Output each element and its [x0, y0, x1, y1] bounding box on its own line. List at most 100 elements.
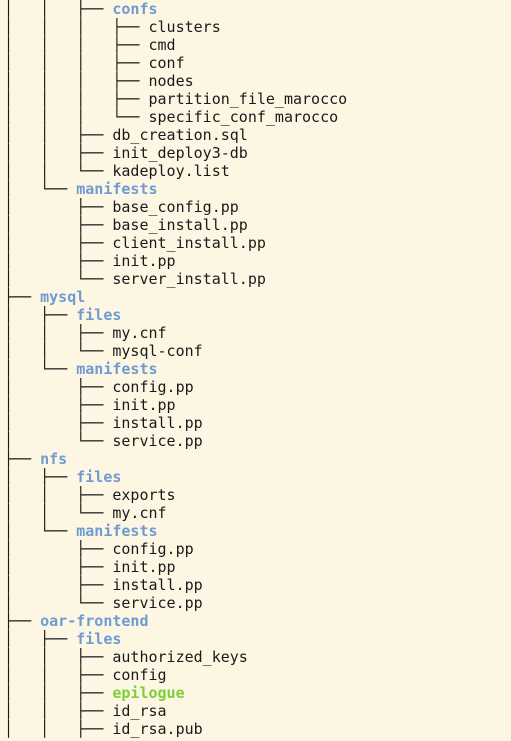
- tree-branch-prefix: │ │ │ ├──: [4, 54, 149, 72]
- file-name: exports: [112, 486, 176, 504]
- file-name: base_config.pp: [112, 198, 239, 216]
- file-name: my.cnf: [112, 324, 167, 342]
- directory-name: files: [76, 630, 122, 648]
- tree-file-row: │ │ │ ├── cmd: [4, 36, 176, 54]
- tree-directory-row: │ ├── files: [4, 306, 121, 324]
- tree-branch-prefix: ├──: [4, 612, 41, 630]
- file-name: client_install.pp: [112, 234, 266, 252]
- tree-file-row: │ ├── base_install.pp: [4, 216, 248, 234]
- tree-directory-row: │ ├── files: [4, 468, 121, 486]
- file-name: kadeploy.list: [112, 162, 230, 180]
- tree-branch-prefix: │ └──: [4, 432, 113, 450]
- file-name: init_deploy3-db: [112, 144, 248, 162]
- file-name: config: [112, 666, 167, 684]
- file-name: base_install.pp: [112, 216, 248, 234]
- directory-name: manifests: [76, 180, 158, 198]
- directory-name: files: [76, 468, 122, 486]
- file-name: mysql-conf: [112, 342, 203, 360]
- directory-name: mysql: [40, 288, 86, 306]
- tree-file-row: │ └── service.pp: [4, 594, 203, 612]
- tree-file-row: │ ├── config.pp: [4, 540, 194, 558]
- tree-directory-row: ├── nfs: [4, 450, 67, 468]
- file-name: server_install.pp: [112, 270, 266, 288]
- tree-branch-prefix: │ │ ├──: [4, 702, 113, 720]
- tree-branch-prefix: │ │ ├──: [4, 324, 113, 342]
- tree-file-row: │ │ │ └── specific_conf_marocco: [4, 108, 338, 126]
- file-name: service.pp: [112, 432, 203, 450]
- file-name: config.pp: [112, 378, 194, 396]
- file-name: specific_conf_marocco: [148, 108, 339, 126]
- tree-branch-prefix: │ ├──: [4, 216, 113, 234]
- file-name: service.pp: [112, 594, 203, 612]
- tree-branch-prefix: │ ├──: [4, 198, 113, 216]
- tree-branch-prefix: │ ├──: [4, 396, 113, 414]
- tree-branch-prefix: │ ├──: [4, 468, 77, 486]
- file-name: nodes: [148, 72, 194, 90]
- tree-directory-row: ├── oar-frontend: [4, 612, 149, 630]
- tree-file-row: │ ├── init.pp: [4, 558, 176, 576]
- tree-branch-prefix: │ ├──: [4, 558, 113, 576]
- tree-branch-prefix: │ ├──: [4, 576, 113, 594]
- tree-branch-prefix: │ │ └──: [4, 162, 113, 180]
- directory-name: manifests: [76, 360, 158, 378]
- tree-directory-row: │ │ ├── confs: [4, 0, 158, 18]
- file-name: init.pp: [112, 558, 176, 576]
- tree-branch-prefix: │ │ ├──: [4, 666, 113, 684]
- file-name: my.cnf: [112, 504, 167, 522]
- file-name: db_creation.sql: [112, 126, 248, 144]
- tree-branch-prefix: ├──: [4, 288, 41, 306]
- tree-branch-prefix: │ │ │ ├──: [4, 72, 149, 90]
- file-name: install.pp: [112, 414, 203, 432]
- tree-branch-prefix: │ │ │ └──: [4, 108, 149, 126]
- tree-file-row: │ │ ├── init_deploy3-db: [4, 144, 248, 162]
- tree-file-row: │ ├── init.pp: [4, 252, 176, 270]
- tree-file-row: │ │ └── my.cnf: [4, 504, 167, 522]
- file-name: authorized_keys: [112, 648, 248, 666]
- file-name: init.pp: [112, 396, 176, 414]
- tree-file-row: │ │ ├── config: [4, 666, 167, 684]
- tree-file-row: │ │ │ ├── conf: [4, 54, 185, 72]
- tree-directory-row: ├── mysql: [4, 288, 85, 306]
- tree-file-row: │ ├── install.pp: [4, 576, 203, 594]
- tree-branch-prefix: │ │ │ ├──: [4, 90, 149, 108]
- tree-branch-prefix: │ │ ├──: [4, 0, 113, 18]
- tree-branch-prefix: │ │ ├──: [4, 144, 113, 162]
- tree-branch-prefix: ├──: [4, 450, 41, 468]
- directory-name: oar-frontend: [40, 612, 149, 630]
- file-name: conf: [148, 54, 185, 72]
- tree-branch-prefix: │ └──: [4, 270, 113, 288]
- tree-file-row: │ │ ├── my.cnf: [4, 324, 167, 342]
- tree-branch-prefix: │ └──: [4, 594, 113, 612]
- file-name: epilogue: [112, 684, 185, 702]
- tree-file-row: │ │ └── kadeploy.list: [4, 162, 230, 180]
- tree-directory-row: │ └── manifests: [4, 360, 158, 378]
- tree-file-row: │ │ └── mysql-conf: [4, 342, 203, 360]
- tree-directory-row: │ └── manifests: [4, 180, 158, 198]
- tree-branch-prefix: │ │ ├──: [4, 648, 113, 666]
- tree-branch-prefix: │ ├──: [4, 630, 77, 648]
- tree-file-row: │ ├── init.pp: [4, 396, 176, 414]
- tree-branch-prefix: │ ├──: [4, 234, 113, 252]
- tree-branch-prefix: │ └──: [4, 522, 77, 540]
- file-name: partition_file_marocco: [148, 90, 348, 108]
- tree-branch-prefix: │ │ │ ├──: [4, 18, 149, 36]
- tree-branch-prefix: │ ├──: [4, 306, 77, 324]
- tree-file-row: │ │ ├── id_rsa.pub: [4, 720, 203, 738]
- tree-file-row: │ │ ├── id_rsa: [4, 702, 167, 720]
- tree-file-row: │ └── service.pp: [4, 432, 203, 450]
- tree-file-row: │ │ ├── exports: [4, 486, 176, 504]
- tree-branch-prefix: │ │ └──: [4, 342, 113, 360]
- tree-directory-row: │ ├── files: [4, 630, 121, 648]
- tree-branch-prefix: │ │ ├──: [4, 486, 113, 504]
- tree-branch-prefix: │ ├──: [4, 414, 113, 432]
- tree-branch-prefix: │ ├──: [4, 378, 113, 396]
- file-name: id_rsa.pub: [112, 720, 203, 738]
- tree-file-row: │ │ ├── authorized_keys: [4, 648, 248, 666]
- tree-directory-row: │ └── manifests: [4, 522, 158, 540]
- tree-file-row: │ ├── config.pp: [4, 378, 194, 396]
- tree-file-row: │ │ │ ├── nodes: [4, 72, 194, 90]
- tree-branch-prefix: │ │ ├──: [4, 126, 113, 144]
- tree-branch-prefix: │ └──: [4, 360, 77, 378]
- directory-name: nfs: [40, 450, 68, 468]
